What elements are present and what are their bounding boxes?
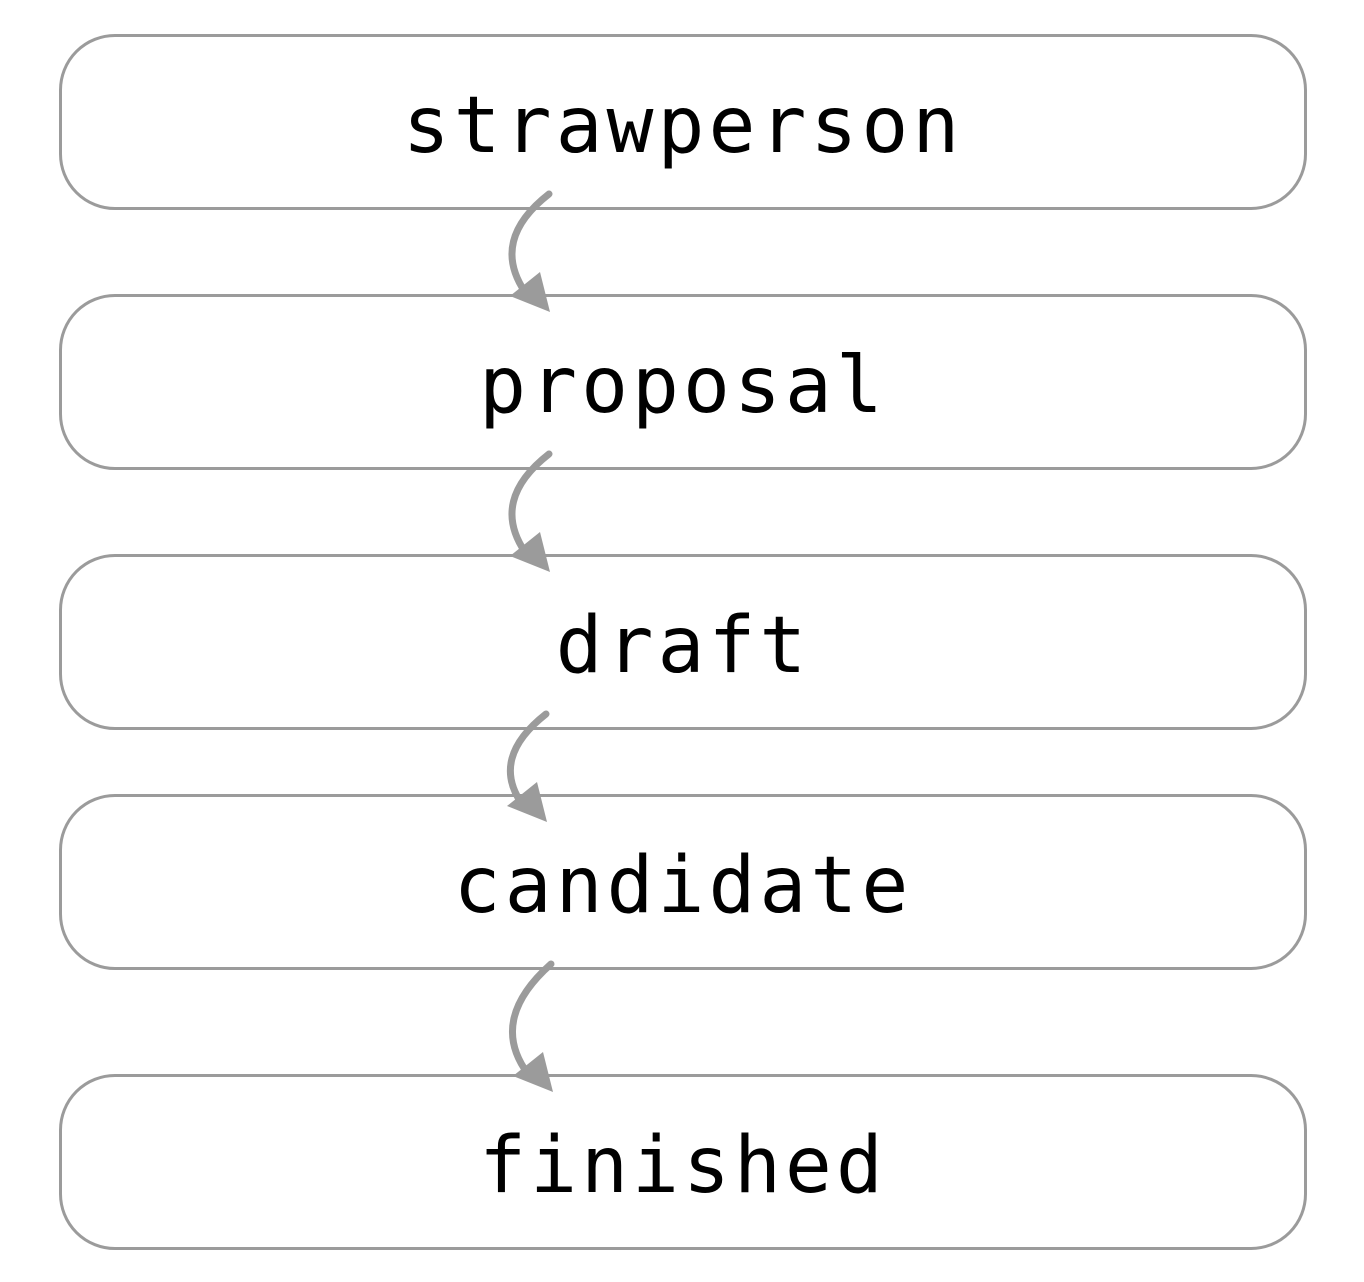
stage-strawperson: strawperson — [59, 34, 1307, 210]
stage-candidate: candidate — [59, 794, 1307, 970]
stage-label: proposal — [479, 341, 887, 431]
stage-draft: draft — [59, 554, 1307, 730]
stage-proposal: proposal — [59, 294, 1307, 470]
curved-arrow-down-icon — [509, 960, 555, 1092]
stage-label: finished — [479, 1121, 887, 1211]
stage-label: candidate — [453, 841, 913, 931]
stage-finished: finished — [59, 1074, 1307, 1250]
stage-label: strawperson — [402, 81, 964, 171]
stage-label: draft — [555, 601, 811, 691]
